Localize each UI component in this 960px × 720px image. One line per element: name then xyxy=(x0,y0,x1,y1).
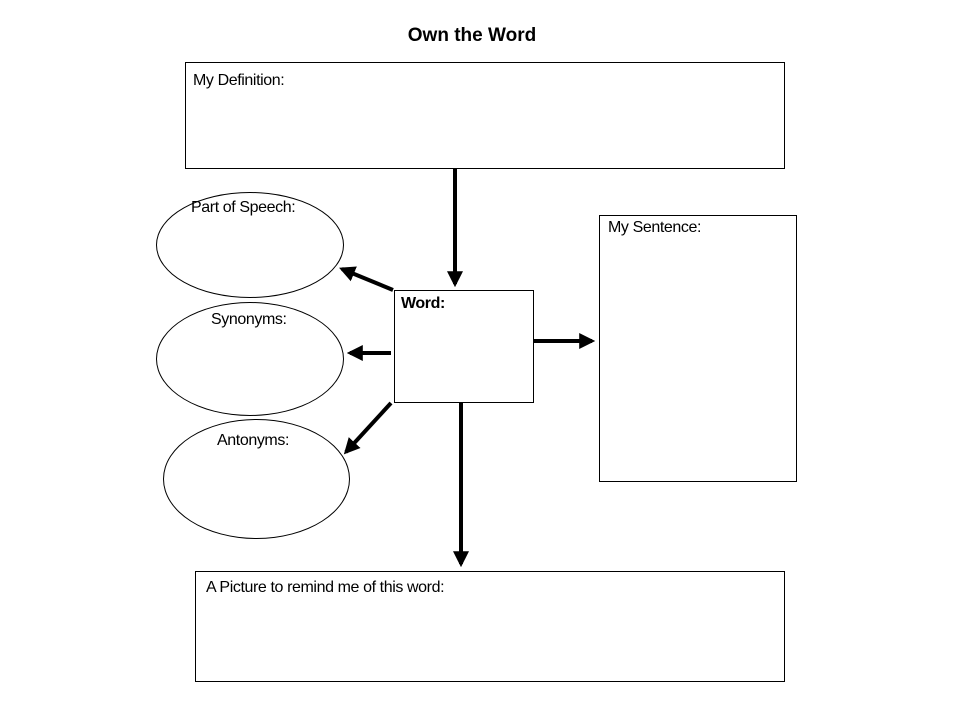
antonyms-oval[interactable]: Antonyms: xyxy=(163,419,350,539)
antonyms-label: Antonyms: xyxy=(217,432,289,449)
picture-box[interactable]: A Picture to remind me of this word: xyxy=(195,571,785,682)
picture-label: A Picture to remind me of this word: xyxy=(206,579,445,596)
sentence-box[interactable]: My Sentence: xyxy=(599,215,797,482)
part-of-speech-label: Part of Speech: xyxy=(191,199,296,216)
page-title: Own the Word xyxy=(407,25,537,46)
arrow-word-to-part-of-speech xyxy=(339,266,394,292)
synonyms-oval[interactable]: Synonyms: xyxy=(156,302,344,416)
definition-box[interactable]: My Definition: xyxy=(185,62,785,169)
synonyms-label: Synonyms: xyxy=(211,311,287,328)
definition-label: My Definition: xyxy=(193,72,285,89)
arrow-word-to-antonyms xyxy=(343,401,393,455)
word-label: Word: xyxy=(401,295,445,312)
part-of-speech-oval[interactable]: Part of Speech: xyxy=(156,192,344,298)
sentence-label: My Sentence: xyxy=(608,219,702,236)
word-box[interactable]: Word: xyxy=(394,290,534,403)
